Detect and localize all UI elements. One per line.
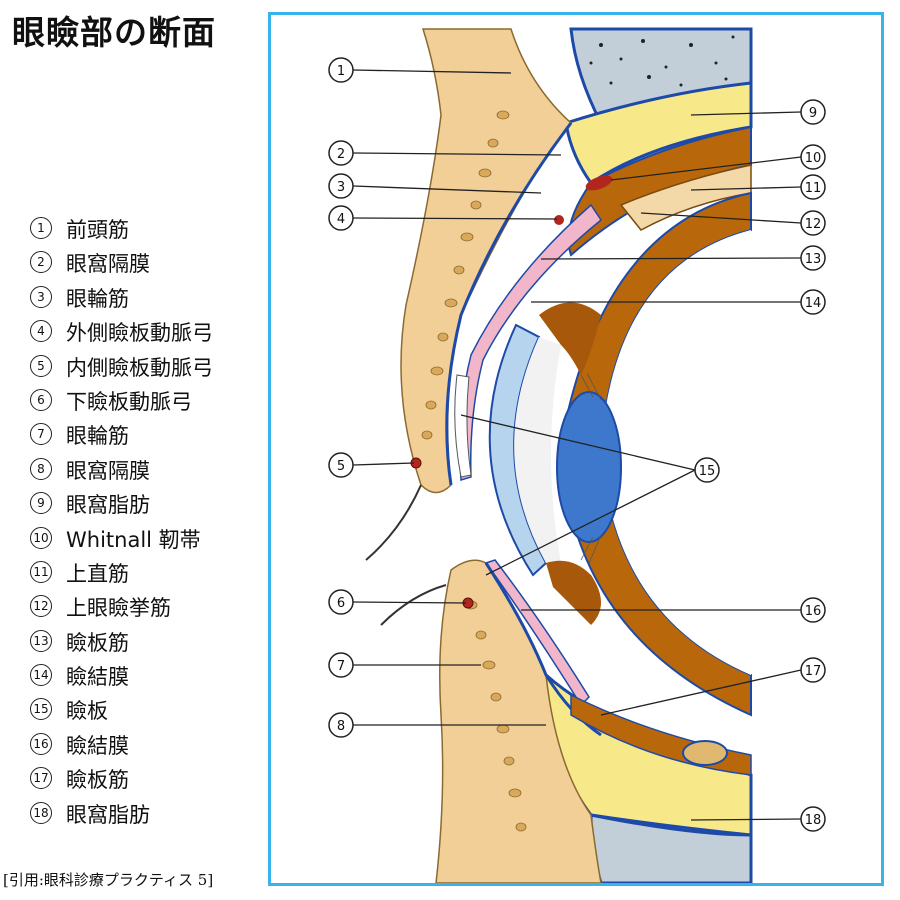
callout-label-2: 2 — [337, 147, 345, 162]
legend-term: 外側瞼板動脈弓 — [66, 320, 213, 345]
legend-item: 14 瞼結膜 — [30, 659, 213, 693]
legend-number: 11 — [30, 560, 52, 583]
callout-label-18: 18 — [805, 813, 822, 828]
legend-term: 眼窩脂肪 — [66, 802, 150, 827]
legend-term: 瞼板 — [66, 699, 108, 724]
legend-number: 1 — [30, 217, 52, 239]
legend-item: 7 眼輪筋 — [30, 418, 213, 452]
legend-term: 瞼結膜 — [66, 733, 129, 758]
lateral-tarsal-artery — [554, 215, 564, 225]
legend-number: 10 — [30, 526, 52, 549]
legend-item: 17 瞼板筋 — [30, 762, 213, 796]
legend-number: 7 — [30, 423, 52, 446]
callout-label-10: 10 — [805, 151, 822, 166]
callout-label-8: 8 — [337, 719, 345, 734]
legend-list: 1 前頭筋 2 眼窩隔膜 3 眼輪筋 4 外側瞼板動脈弓 5 内側瞼板動脈弓 6 下瞼板動脈… — [30, 212, 213, 831]
legend-number: 15 — [30, 698, 52, 721]
legend-term: 眼窩脂肪 — [66, 492, 150, 517]
callout-label-6: 6 — [337, 596, 345, 611]
citation-text: [引用:眼科診療プラクティス 5] — [3, 871, 214, 889]
callout-leaders — [352, 69, 802, 821]
legend-item: 11 上直筋 — [30, 556, 213, 590]
callout-label-1: 1 — [337, 64, 345, 79]
crystalline-lens — [556, 391, 622, 543]
upper-tarsus — [459, 203, 603, 481]
legend-item: 6 下瞼板動脈弓 — [30, 384, 213, 418]
legend-number: 17 — [30, 767, 52, 790]
legend-term: 内側瞼板動脈弓 — [66, 355, 213, 380]
legend-number: 18 — [30, 801, 52, 824]
callout-label-4: 4 — [337, 212, 345, 227]
legend-item: 10 Whitnall 靭帯 — [30, 522, 213, 556]
legend-term: 眼輪筋 — [66, 286, 129, 311]
callout-label-7: 7 — [337, 659, 345, 674]
legend-term: 上直筋 — [66, 561, 129, 586]
eyelid-cross-section-illustration: 1 2 3 4 5 6 7 8 9 10 11 12 13 14 15 16 1… — [268, 12, 884, 886]
callout-label-11: 11 — [805, 181, 822, 196]
callout-label-17: 17 — [805, 664, 822, 679]
legend-term: 眼窩隔膜 — [66, 252, 150, 277]
upper-eyelash — [365, 484, 422, 561]
globe-interior — [601, 230, 751, 675]
legend-item: 13 瞼板筋 — [30, 625, 213, 659]
callout-label-5: 5 — [337, 459, 345, 474]
legend-item: 15 瞼板 — [30, 693, 213, 727]
legend-number: 6 — [30, 388, 52, 411]
legend-term: 下瞼板動脈弓 — [66, 389, 192, 414]
legend-number: 8 — [30, 457, 52, 480]
upper-orbital-fat — [564, 81, 753, 186]
legend-term: 眼輪筋 — [66, 424, 129, 449]
legend-item: 9 眼窩脂肪 — [30, 487, 213, 521]
anterior-chamber — [514, 337, 561, 563]
lower-eyelash — [380, 584, 447, 626]
inferior-oblique — [682, 740, 728, 766]
legend-number: 16 — [30, 732, 52, 755]
legend-term: Whitnall 靭帯 — [66, 527, 201, 552]
iris-upper — [539, 302, 601, 375]
legend-number: 2 — [30, 251, 52, 274]
legend-number: 4 — [30, 320, 52, 343]
callout-markers — [328, 57, 826, 832]
legend-item: 5 内側瞼板動脈弓 — [30, 350, 213, 384]
legend-number: 9 — [30, 492, 52, 515]
bone-texture — [589, 35, 735, 87]
legend-term: 前頭筋 — [66, 217, 129, 242]
legend-term: 瞼板筋 — [66, 630, 129, 655]
anatomy-drawing: 1 2 3 4 5 6 7 8 9 10 11 12 13 14 15 16 1… — [328, 27, 826, 883]
callout-label-3: 3 — [337, 180, 345, 195]
zonule-fibers — [580, 372, 602, 564]
legend-number: 12 — [30, 595, 52, 618]
callout-label-15: 15 — [699, 464, 716, 479]
legend-item: 8 眼窩隔膜 — [30, 453, 213, 487]
whitnall-ligament — [585, 175, 613, 191]
legend-item: 1 前頭筋 — [30, 212, 213, 246]
callout-label-16: 16 — [805, 604, 822, 619]
legend-term: 瞼結膜 — [66, 664, 129, 689]
callout-label-9: 9 — [809, 106, 817, 121]
callout-label-14: 14 — [805, 296, 822, 311]
legend-number: 14 — [30, 664, 52, 687]
legend-item: 12 上眼瞼挙筋 — [30, 590, 213, 624]
upper-septum — [445, 122, 573, 486]
orbicularis-upper — [421, 110, 510, 440]
iris-lower — [546, 560, 601, 625]
legend-number: 5 — [30, 354, 52, 377]
diagram-title: 眼瞼部の断面 — [12, 13, 216, 52]
legend-number: 3 — [30, 285, 52, 308]
legend-item: 4 外側瞼板動脈弓 — [30, 315, 213, 349]
legend-term: 瞼板筋 — [66, 768, 129, 793]
callout-labels: 1 2 3 4 5 6 7 8 9 10 11 12 13 14 15 16 1… — [337, 64, 821, 828]
callout-label-12: 12 — [805, 217, 822, 232]
upper-tarsal-plate — [454, 374, 472, 478]
callout-label-13: 13 — [805, 252, 822, 267]
legend-item: 2 眼窩隔膜 — [30, 246, 213, 280]
legend-item: 16 瞼結膜 — [30, 728, 213, 762]
legend-number: 13 — [30, 629, 52, 652]
legend-item: 18 眼窩脂肪 — [30, 797, 213, 831]
legend-term: 眼窩隔膜 — [66, 458, 150, 483]
legend-item: 3 眼輪筋 — [30, 281, 213, 315]
legend-term: 上眼瞼挙筋 — [66, 596, 171, 621]
